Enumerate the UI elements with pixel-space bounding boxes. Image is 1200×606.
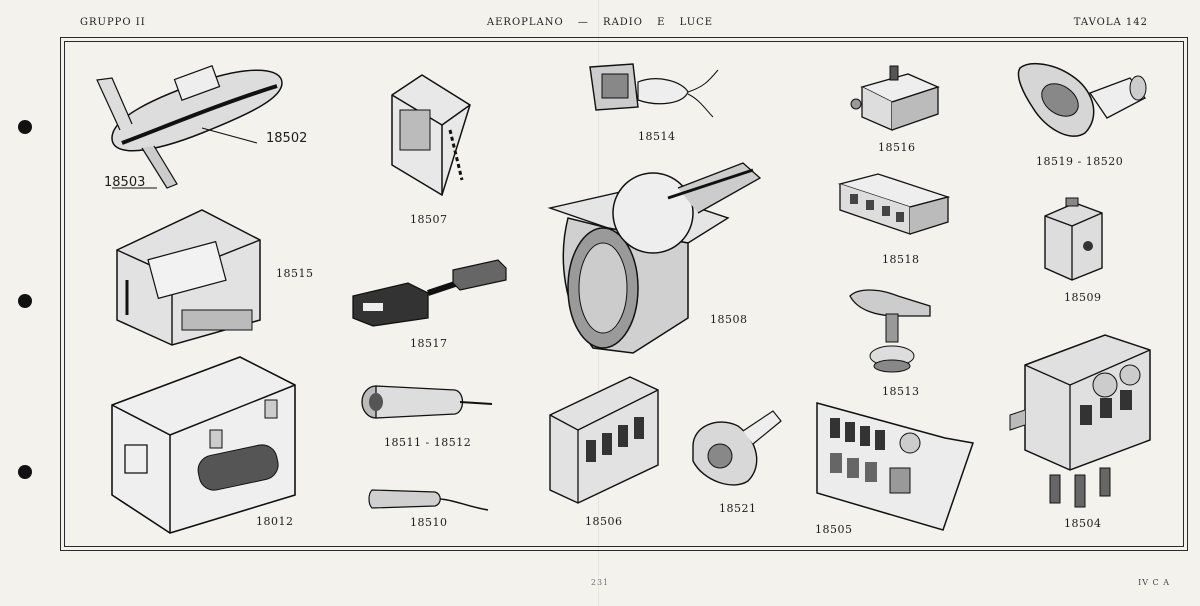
- part-illustration-18518: [838, 172, 950, 237]
- group-header: GRUPPO II: [80, 17, 146, 28]
- part-illustration-18510: [370, 482, 490, 514]
- plate-number: TAVOLA 142: [1073, 17, 1148, 28]
- binder-hole: [18, 465, 32, 479]
- binder-hole: [18, 294, 32, 308]
- part-illustration-18519: [1015, 58, 1150, 143]
- plate-frame-inner: [64, 41, 1184, 547]
- part-illustration-18507: [382, 70, 472, 200]
- part-illustration-18506: [548, 375, 660, 505]
- part-illustration-18504: [1010, 330, 1152, 510]
- part-label-18511-18512: 18511 - 18512: [384, 436, 472, 449]
- part-label-18515: 18515: [276, 267, 314, 280]
- part-label-18519-18520: 18519 - 18520: [1036, 155, 1124, 168]
- part-label-18521: 18521: [719, 502, 757, 515]
- part-label-18514: 18514: [638, 130, 676, 143]
- part-label-18508: 18508: [710, 313, 748, 326]
- part-label-18506: 18506: [585, 515, 623, 528]
- part-illustration-18516: [850, 62, 940, 132]
- part-illustration-18521: [688, 406, 783, 491]
- part-label-18504: 18504: [1064, 517, 1102, 530]
- part-label-18505: 18505: [815, 523, 853, 536]
- page-number: 231: [590, 578, 610, 587]
- plate-frame-outer: [60, 37, 1188, 551]
- footer-mark: IV C A: [1138, 578, 1170, 587]
- part-label-18516: 18516: [878, 141, 916, 154]
- part-label-18502: 18502: [266, 131, 308, 146]
- part-illustration-18508: [548, 158, 763, 358]
- part-label-18507: 18507: [410, 213, 448, 226]
- part-illustration-18517: [348, 258, 508, 326]
- part-label-18510: 18510: [410, 516, 448, 529]
- part-label-18012: 18012: [256, 515, 294, 528]
- part-illustration-18511: [360, 382, 492, 422]
- part-illustration-18515: [112, 210, 267, 350]
- part-illustration-18012: [110, 355, 298, 535]
- part-illustration-18502: [92, 58, 292, 198]
- part-label-18517: 18517: [410, 337, 448, 350]
- plate-title: AEROPLANO — RADIO E LUCE: [486, 17, 714, 28]
- part-illustration-18505: [815, 398, 977, 533]
- part-illustration-18509: [1040, 198, 1105, 283]
- part-label-18518: 18518: [882, 253, 920, 266]
- binder-hole: [18, 120, 32, 134]
- part-illustration-18513: [848, 286, 933, 378]
- part-label-18509: 18509: [1064, 291, 1102, 304]
- part-illustration-18514: [588, 62, 723, 122]
- part-label-18503: 18503: [104, 175, 146, 190]
- part-label-18513: 18513: [882, 385, 920, 398]
